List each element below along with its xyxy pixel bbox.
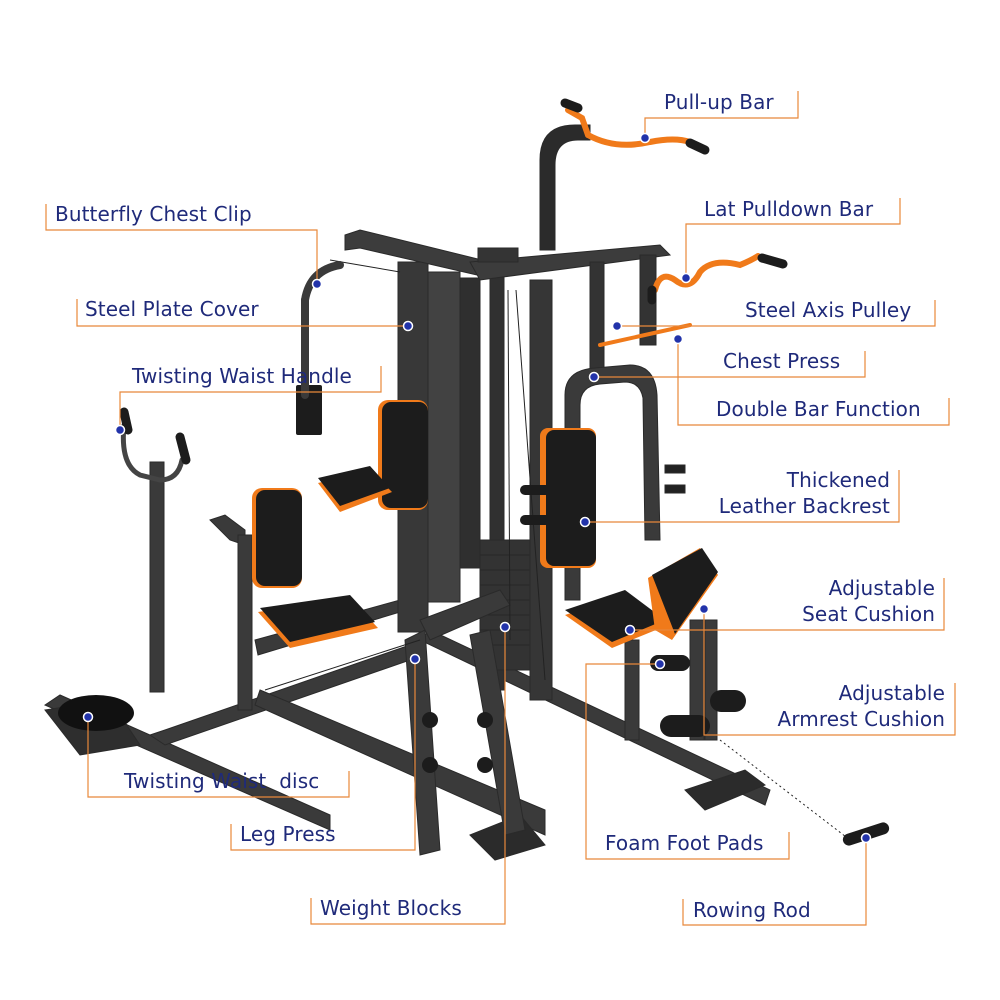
dot-twisting-waist-handle: [114, 424, 126, 436]
leader-foam-foot-pads: [585, 663, 790, 860]
label-lat-pulldown-bar: Lat Pulldown Bar: [704, 197, 874, 221]
annotation-dots: [82, 132, 872, 844]
label-chest-press: Chest Press: [723, 349, 841, 373]
dot-lat-pulldown-bar: [680, 272, 692, 284]
label-steel-plate-cover: Steel Plate Cover: [85, 297, 259, 321]
label-twisting-waist-handle: Twisting Waist Handle: [132, 364, 352, 388]
dot-pull-up-bar: [639, 132, 651, 144]
label-weight-blocks: Weight Blocks: [320, 896, 462, 920]
leader-twisting-waist-handle: [119, 366, 382, 430]
dot-thickened-leather-backrest: [579, 516, 591, 528]
label-leg-press: Leg Press: [240, 822, 336, 846]
dot-weight-blocks: [499, 621, 511, 633]
label-thickened-leather-backrest: Thickened Leather Backrest: [718, 468, 890, 518]
dot-leg-press: [409, 653, 421, 665]
label-steel-axis-pulley: Steel Axis Pulley: [745, 298, 912, 322]
dot-double-bar-function: [672, 333, 684, 345]
dot-adjustable-armrest-cushion: [698, 603, 710, 615]
dot-steel-plate-cover: [402, 320, 414, 332]
leader-lines: [45, 91, 956, 926]
pads: [58, 385, 890, 846]
dot-steel-axis-pulley: [611, 320, 623, 332]
dot-foam-foot-pads: [654, 658, 666, 670]
grips: [119, 98, 788, 465]
leader-leg-press: [230, 659, 416, 851]
leader-butterfly-chest-clip: [45, 204, 318, 284]
label-foam-foot-pads: Foam Foot Pads: [605, 831, 764, 855]
leader-rowing-rod: [682, 838, 867, 926]
leader-chest-press: [594, 351, 866, 378]
leader-adjustable-armrest-cushion: [703, 609, 956, 736]
dot-rowing-rod: [860, 832, 872, 844]
leader-steel-plate-cover: [76, 299, 408, 327]
label-butterfly-chest-clip: Butterfly Chest Clip: [55, 202, 252, 226]
leader-weight-blocks: [310, 627, 506, 925]
label-adjustable-armrest-cushion: Adjustable Armrest Cushion: [777, 681, 945, 731]
leader-pull-up-bar: [644, 91, 799, 138]
dot-adjustable-seat-cushion: [624, 624, 636, 636]
label-double-bar-function: Double Bar Function: [716, 397, 921, 421]
leader-adjustable-seat-cushion: [630, 578, 945, 631]
leader-lat-pulldown-bar: [685, 198, 901, 278]
leader-steel-axis-pulley: [617, 300, 936, 327]
label-adjustable-seat-cushion: Adjustable Seat Cushion: [802, 576, 935, 626]
label-twisting-waist-disc: Twisting Waist disc: [124, 769, 320, 793]
label-pull-up-bar: Pull-up Bar: [664, 90, 774, 114]
leader-twisting-waist-disc: [87, 717, 350, 798]
dot-butterfly-chest-clip: [311, 278, 323, 290]
leader-double-bar-function: [677, 339, 950, 426]
leader-thickened-leather-backrest: [585, 470, 900, 523]
label-rowing-rod: Rowing Rod: [693, 898, 811, 922]
dot-twisting-waist-disc: [82, 711, 94, 723]
orange-bars: [120, 107, 761, 483]
dot-chest-press: [588, 371, 600, 383]
